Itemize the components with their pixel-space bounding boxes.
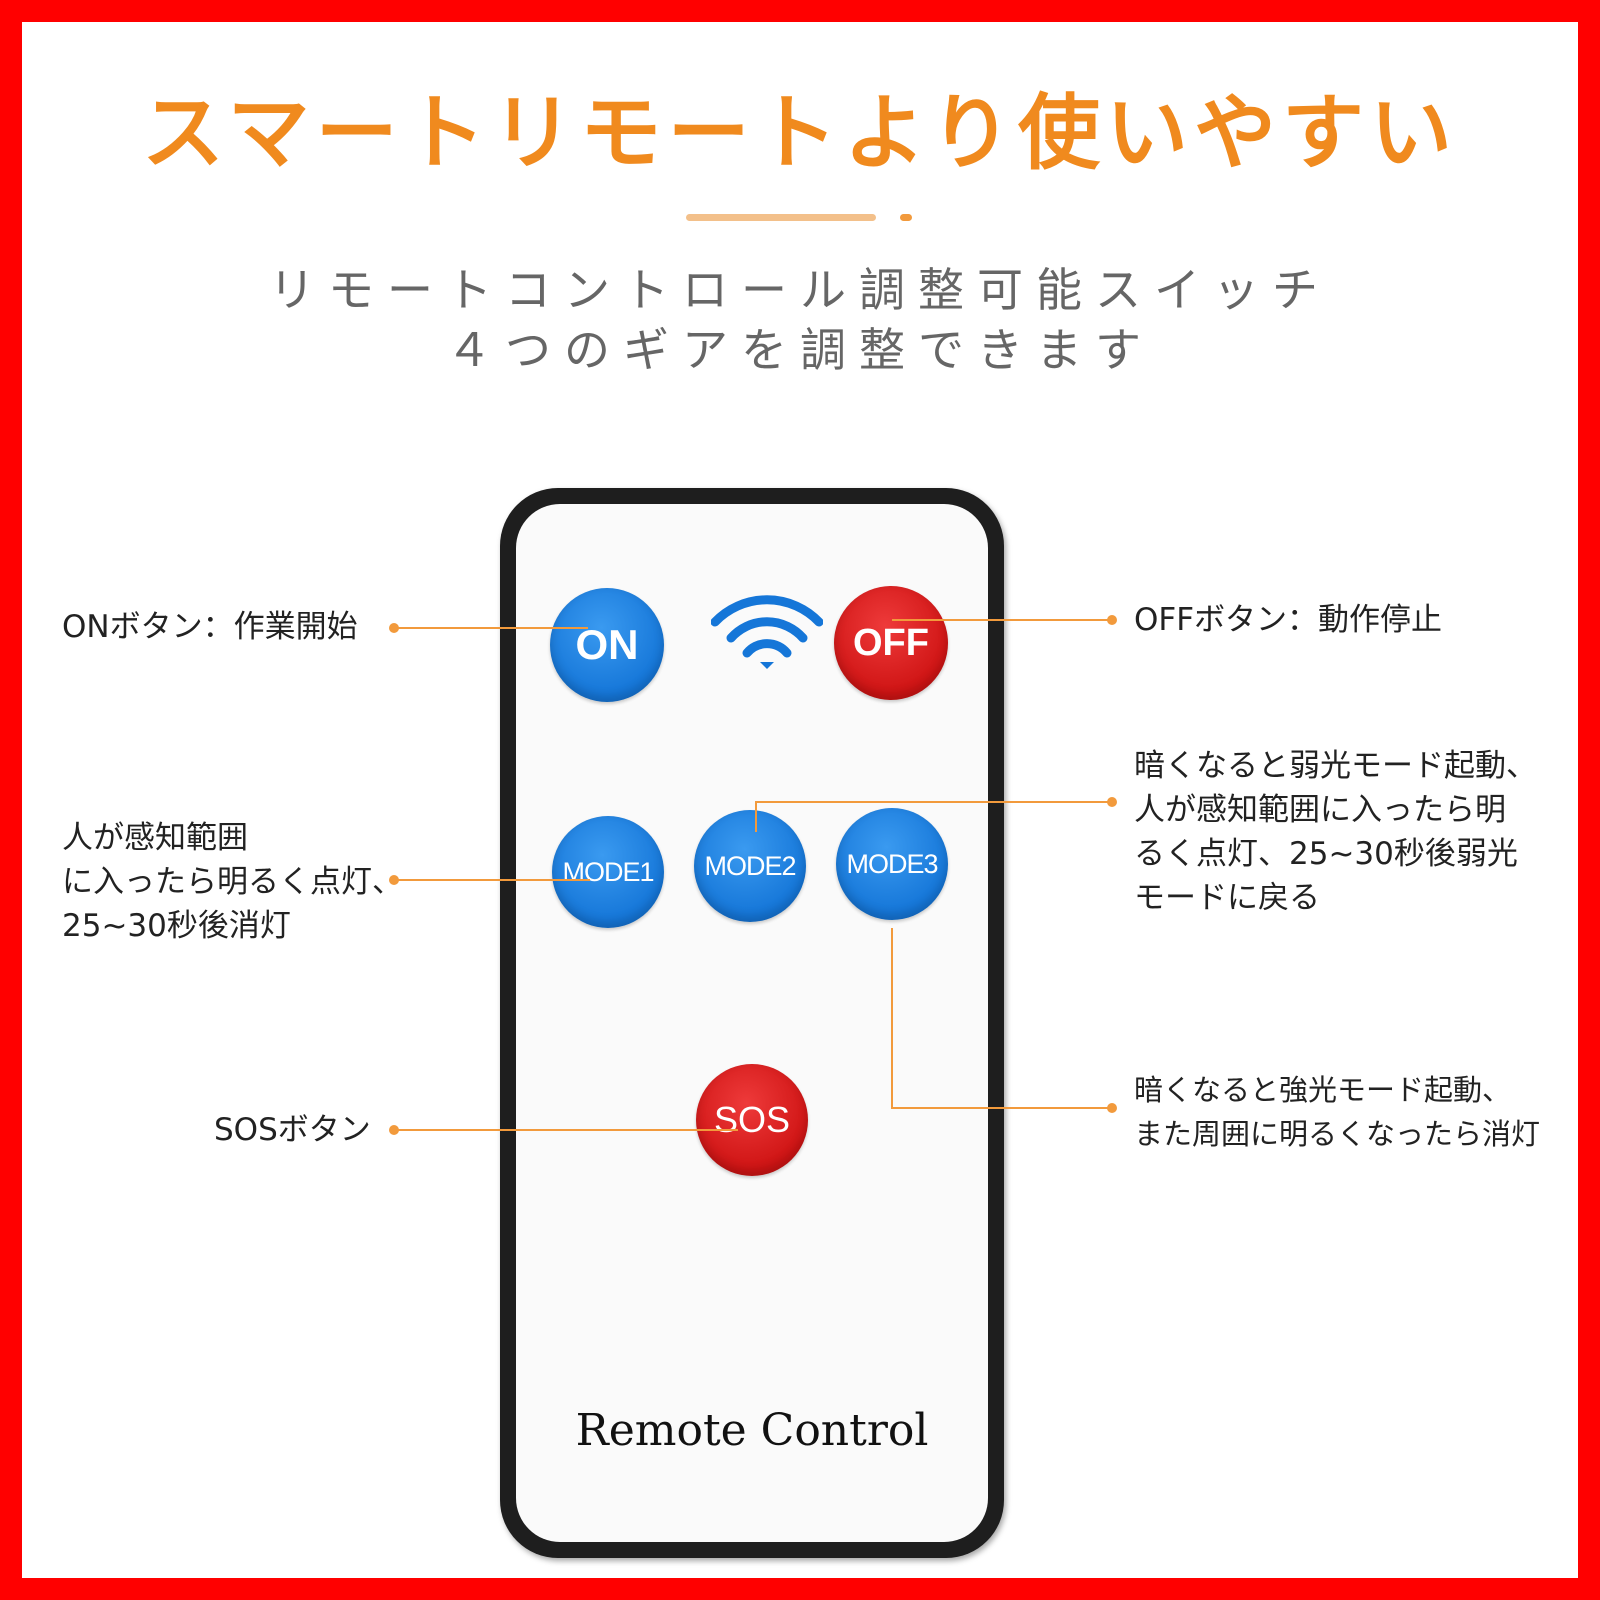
- annotation-on: ONボタン：作業開始: [62, 609, 358, 645]
- off-button[interactable]: OFF: [834, 586, 948, 700]
- sos-button[interactable]: SOS: [696, 1064, 808, 1176]
- decorative-dot: [900, 214, 912, 221]
- remote-label: Remote Control: [575, 1405, 929, 1456]
- mode3-button[interactable]: MODE3: [836, 808, 948, 920]
- subtitle-line-1: リモートコントロール調整可能スイッチ: [269, 263, 1331, 317]
- annotation-mode2: 暗くなると弱光モード起動、 人が感知範囲に入ったら明 るく点灯、25~30秒後弱…: [1134, 748, 1537, 916]
- remote-control: ON OFF MODE1 MODE2 MODE3 SOS Remote Cont…: [500, 488, 1004, 1558]
- on-button[interactable]: ON: [550, 588, 664, 702]
- subtitle-line-2: ４つのギアを調整できます: [446, 323, 1154, 377]
- annotation-mode1: 人が感知範囲 に入ったら明るく点灯、 25~30秒後消灯: [62, 820, 403, 944]
- headline: スマートリモートより使いやすい: [142, 86, 1458, 181]
- mode1-button[interactable]: MODE1: [552, 816, 664, 928]
- wifi-icon: [711, 595, 823, 669]
- decorative-underline: [686, 214, 876, 221]
- mode2-button[interactable]: MODE2: [694, 810, 806, 922]
- annotation-sos: SOSボタン: [214, 1112, 371, 1148]
- annotation-off: OFFボタン：動作停止: [1134, 602, 1443, 638]
- remote-face: ON OFF MODE1 MODE2 MODE3 SOS Remote Cont…: [516, 504, 988, 1542]
- annotation-mode3: 暗くなると強光モード起動、 また周囲に明るくなったら消灯: [1134, 1073, 1541, 1151]
